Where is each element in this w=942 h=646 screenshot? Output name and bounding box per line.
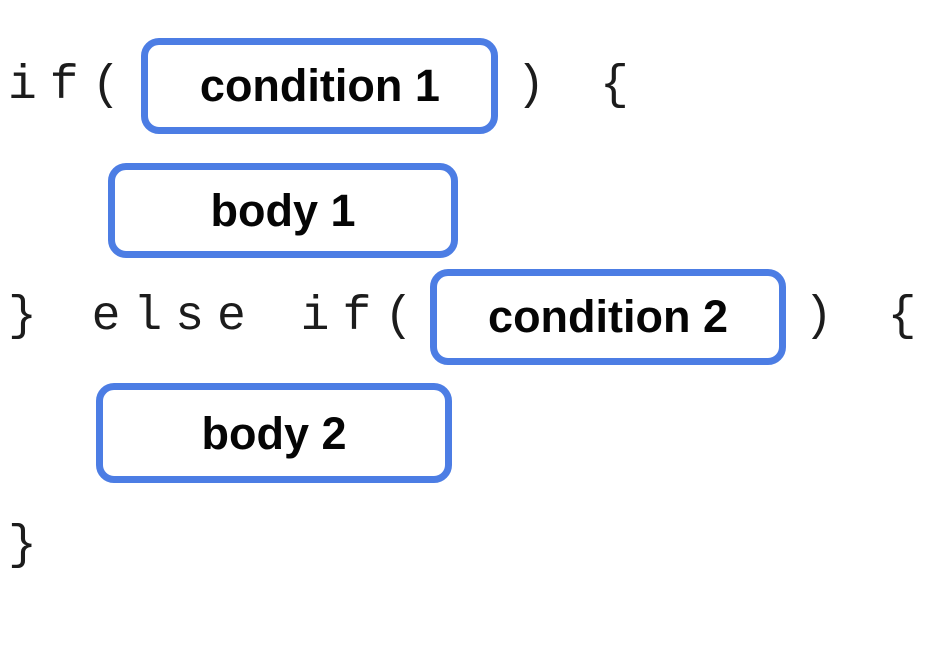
body-2-line: body 2 — [96, 383, 452, 483]
code-closing-brace: } — [8, 519, 50, 573]
condition-2-label: condition 2 — [488, 291, 729, 342]
body-2-label: body 2 — [201, 407, 347, 459]
code-else-if-prefix: } else if( — [8, 289, 427, 344]
body-1-slot: body 1 — [108, 163, 458, 258]
closing-brace-line: } — [8, 510, 50, 582]
condition-1-label: condition 1 — [199, 60, 440, 111]
body-1-line: body 1 — [108, 163, 458, 258]
body-2-slot: body 2 — [96, 383, 452, 483]
code-if-suffix: ) { — [516, 58, 642, 113]
condition-2-slot: condition 2 — [430, 268, 787, 365]
code-else-if-suffix: ) { — [804, 289, 930, 344]
condition-1-slot: condition 1 — [141, 37, 499, 134]
body-1-label: body 1 — [210, 185, 356, 236]
else-if-statement-line: } else if( condition 2 ) { — [8, 267, 929, 366]
if-statement-line: if( condition 1 ) { — [8, 37, 642, 134]
code-if-prefix: if( — [8, 58, 134, 113]
